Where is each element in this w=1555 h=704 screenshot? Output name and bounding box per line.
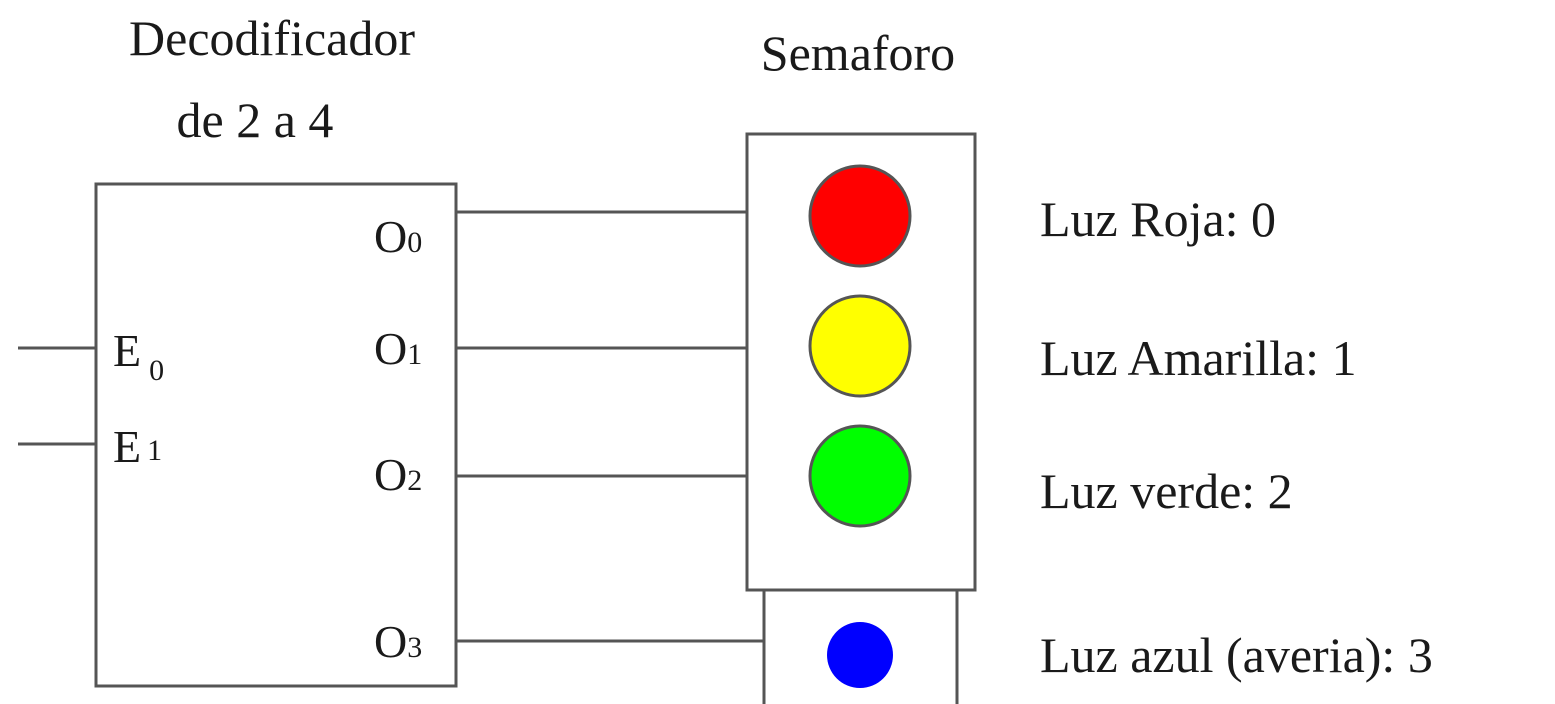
label-red-light: Luz Roja: 0	[1040, 191, 1276, 247]
red-light	[808, 164, 912, 268]
output-pin-o3: O3	[374, 616, 422, 667]
green-light	[808, 424, 912, 528]
output-pin-o2: O2	[374, 449, 422, 500]
decoder-block	[94, 182, 458, 688]
output-pin-o0: O0	[374, 211, 422, 262]
output-pin-o1: O1	[374, 323, 422, 374]
decoder-title-line2: de 2 a 4	[177, 92, 334, 148]
yellow-light	[808, 294, 912, 398]
label-green-light: Luz verde: 2	[1040, 463, 1293, 519]
blue-fault-light	[827, 622, 893, 688]
label-blue-light: Luz azul (averia): 3	[1040, 627, 1433, 683]
label-yellow-light: Luz Amarilla: 1	[1040, 330, 1357, 386]
decoder-title-line1: Decodificador	[129, 10, 415, 66]
semaforo-title: Semaforo	[761, 25, 955, 81]
